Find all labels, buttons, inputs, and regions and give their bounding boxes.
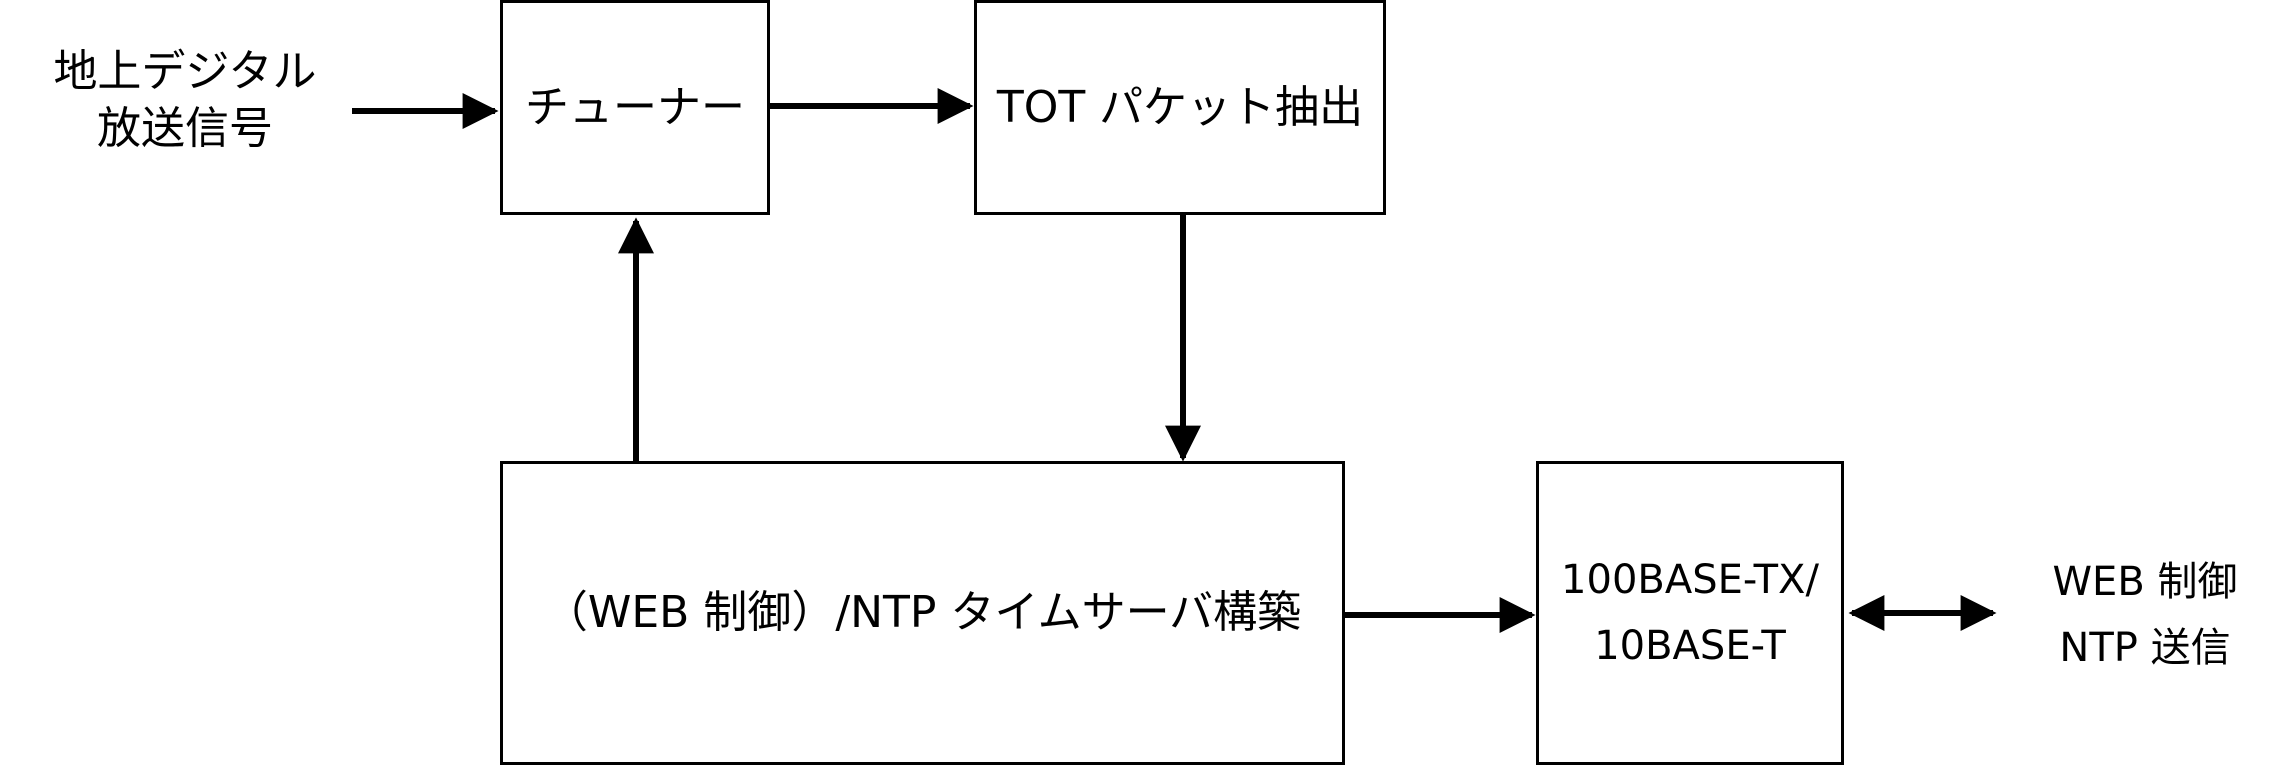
ethernet-interface-label-line1: 100BASE-TX/ [1561,557,1819,603]
ethernet-interface-block: 100BASE-TX/ 10BASE-T [1536,461,1844,765]
input-signal-label-line1: 地上デジタル [53,45,317,97]
input-signal-label: 地上デジタル 放送信号 [20,20,350,180]
tot-extraction-block-label: TOT パケット抽出 [996,81,1364,133]
ntp-server-block: （WEB 制御）/NTP タイムサーバ構築 [500,461,1345,765]
tuner-block: チューナー [500,0,770,215]
ethernet-interface-label-line2: 10BASE-T [1594,623,1786,669]
tot-extraction-block: TOT パケット抽出 [974,0,1386,215]
tuner-block-label: チューナー [525,81,745,133]
input-signal-label-line2: 放送信号 [97,103,273,154]
output-label-line1: WEB 制御 [2052,559,2238,605]
output-label-line2: NTP 送信 [2059,625,2231,671]
output-label: WEB 制御 NTP 送信 [2000,520,2290,710]
ntp-server-block-label: （WEB 制御）/NTP タイムサーバ構築 [543,587,1302,639]
